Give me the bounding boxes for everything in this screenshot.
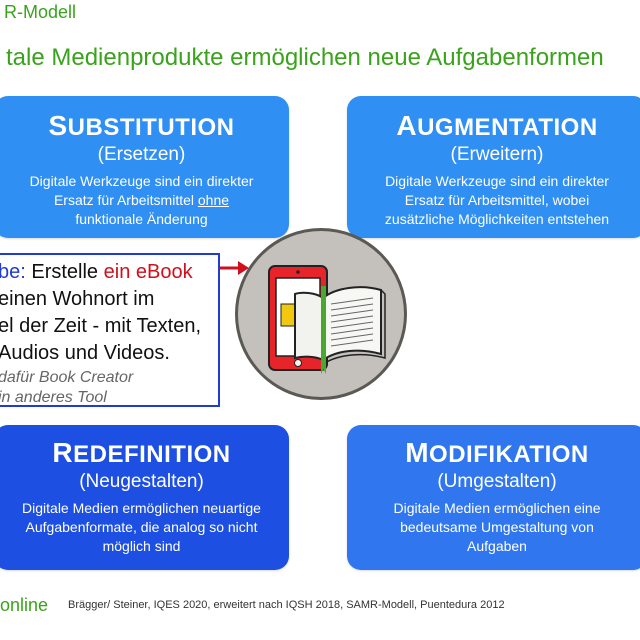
card-substitution: SUBSTITUTION (Ersetzen) Digitale Werkzeu… <box>0 96 289 238</box>
page-title: tale Medienprodukte ermöglichen neue Auf… <box>6 44 604 71</box>
card-title: REDEFINITION <box>0 437 289 469</box>
card-description: Digitale Werkzeuge sind ein direkter Ers… <box>347 172 640 229</box>
desc-line: Digitale Werkzeuge sind ein direkter <box>385 173 609 189</box>
task-line: be: Erstelle ein eBook <box>0 261 193 284</box>
credit-line: Brägger/ Steiner, IQES 2020, erweitert n… <box>68 599 505 611</box>
task-note: dafür Book Creator <box>0 369 134 386</box>
task-line: el der Zeit - mit Texten, <box>0 315 202 337</box>
desc-line: Aufgaben <box>467 538 527 554</box>
title-initial: R <box>52 437 74 468</box>
title-rest: EDEFINITION <box>73 441 231 468</box>
task-label: be: <box>0 261 26 283</box>
desc-line: funktionale Änderung <box>75 211 208 227</box>
desc-line: Ersatz für Arbeitsmittel ohne <box>0 191 283 210</box>
desc-line: Digitale Medien ermöglichen neuartige <box>22 500 261 516</box>
card-title: AUGMENTATION <box>347 110 640 142</box>
desc-line: bedeutsame Umgestaltung von <box>400 519 594 535</box>
card-subtitle: (Erweitern) <box>450 144 544 165</box>
desc-line: zusätzliche Möglichkeiten entstehen <box>384 211 610 227</box>
card-subtitle: (Ersetzen) <box>97 144 186 165</box>
task-text: Erstelle <box>25 261 104 283</box>
brand-logo-text: online <box>0 595 49 615</box>
card-description: Digitale Werkzeuge sind ein direkter Ers… <box>0 172 289 229</box>
title-rest: UBSTITUTION <box>67 114 235 141</box>
card-modifikation: MODIFIKATION (Umgestalten) Digitale Medi… <box>347 425 640 570</box>
desc-line: Digitale Werkzeuge sind ein direkter <box>29 173 254 189</box>
card-title: SUBSTITUTION <box>0 110 289 142</box>
card-augmentation: AUGMENTATION (Erweitern) Digitale Werkze… <box>347 96 640 238</box>
subtitle: R-Modell <box>4 2 77 22</box>
desc-underlined: ohne <box>197 192 230 208</box>
task-note: in anderes Tool <box>0 389 107 406</box>
title-initial: A <box>396 110 418 141</box>
card-description: Digitale Medien ermöglichen neuartige Au… <box>0 499 289 556</box>
desc-line: Digitale Medien ermöglichen eine <box>393 500 601 516</box>
card-subtitle: (Umgestalten) <box>437 471 557 492</box>
desc-text: Ersatz für Arbeitsmittel <box>53 192 198 208</box>
task-line: einen Wohnort im <box>0 288 155 310</box>
card-description: Digitale Medien ermöglichen eine bedeuts… <box>347 499 640 556</box>
task-box: be: Erstelle ein eBook einen Wohnort im … <box>0 253 220 407</box>
title-rest: UGMENTATION <box>417 114 598 141</box>
desc-line: möglich sind <box>102 538 181 554</box>
arrow-right-icon <box>220 261 249 275</box>
ebook-icon <box>268 265 386 374</box>
title-initial: S <box>48 110 68 141</box>
task-line: Audios und Videos. <box>0 342 170 364</box>
title-initial: M <box>405 437 430 468</box>
title-rest: ODIFIKATION <box>429 441 589 468</box>
task-highlight: ein eBook <box>103 261 193 283</box>
desc-line: Ersatz für Arbeitsmittel, wobei <box>404 192 590 208</box>
desc-line: Aufgabenformate, die analog so nicht <box>25 519 258 535</box>
card-subtitle: (Neugestalten) <box>79 471 204 492</box>
card-title: MODIFIKATION <box>347 437 640 469</box>
card-redefinition: REDEFINITION (Neugestalten) Digitale Med… <box>0 425 289 570</box>
